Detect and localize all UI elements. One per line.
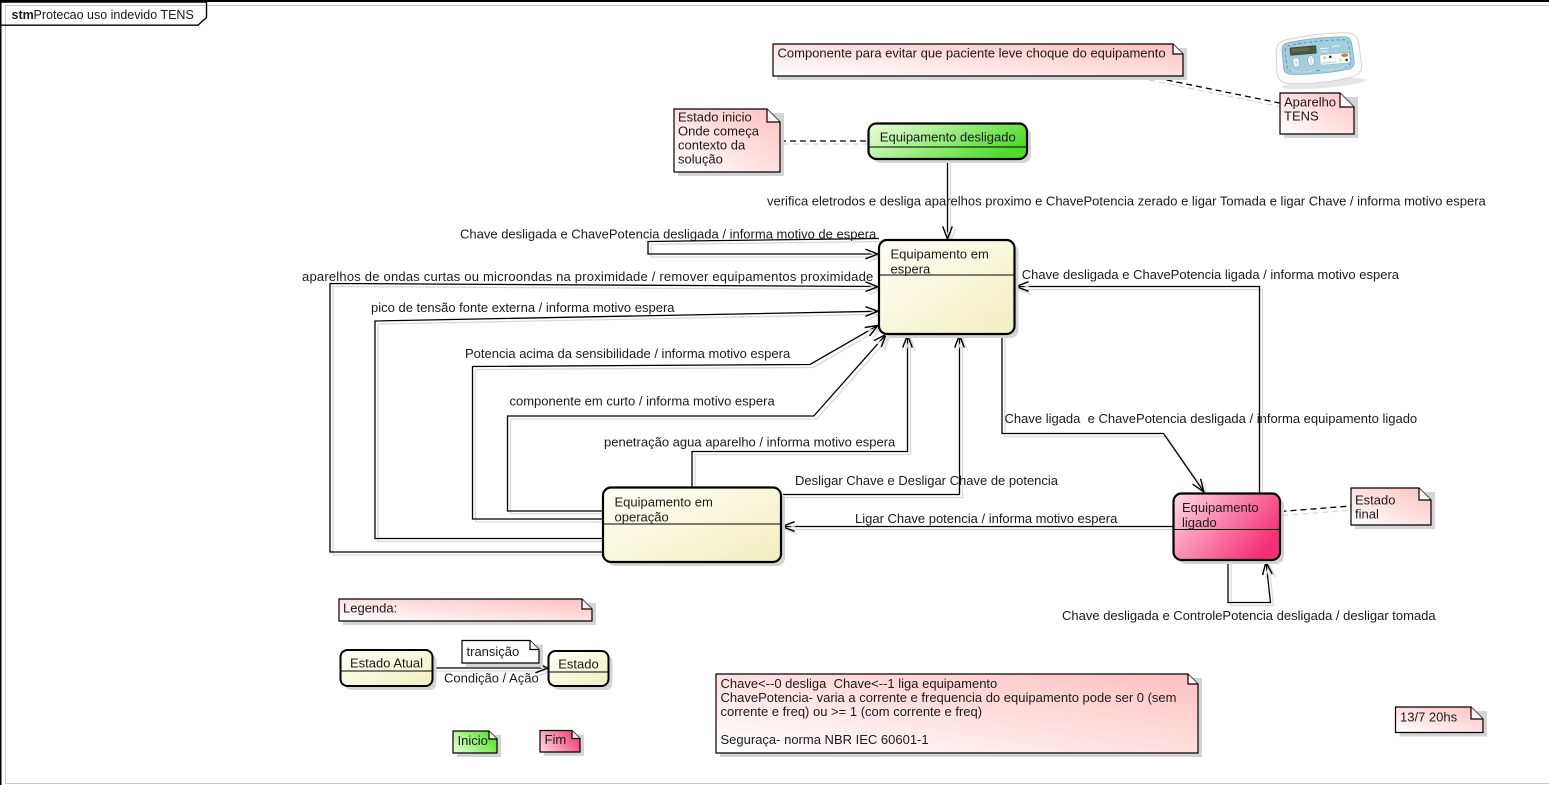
svg-text:Ligar Chave potencia / informa: Ligar Chave potencia / informa motivo es… [855, 511, 1118, 526]
svg-text:Potencia acima da sensibilidad: Potencia acima da sensibilidade / inform… [465, 346, 791, 361]
svg-text:solução: solução [678, 152, 723, 167]
svg-text:Equipamento desligado: Equipamento desligado [880, 130, 1016, 145]
svg-text:Estado: Estado [1355, 493, 1395, 508]
svg-text:Aparelho: Aparelho [1284, 95, 1336, 110]
svg-text:stm: stm [12, 8, 34, 22]
svg-text:13/7 20hs: 13/7 20hs [1400, 710, 1458, 725]
svg-text:Condição / Ação: Condição / Ação [444, 671, 539, 686]
svg-text:corrente e freq) ou >= 1 (com: corrente e freq) ou >= 1 (com corrente e… [721, 704, 983, 719]
svg-text:Desligar Chave e Desligar Chav: Desligar Chave e Desligar Chave de poten… [795, 473, 1059, 488]
svg-text:Seguraça- norma NBR IEC 60601-: Seguraça- norma NBR IEC 60601-1 [721, 732, 929, 747]
svg-text:componente em curto / informa: componente em curto / informa motivo esp… [510, 394, 776, 409]
svg-text:TENS: TENS [1284, 109, 1319, 124]
svg-text:Fim: Fim [545, 732, 567, 747]
svg-text:Equipamento em: Equipamento em [615, 495, 713, 510]
svg-text:Estado: Estado [558, 657, 598, 672]
svg-text:contexto da: contexto da [678, 138, 746, 153]
svg-text:espera: espera [891, 262, 932, 277]
svg-text:penetração agua aparelho / inf: penetração agua aparelho / informa motiv… [604, 435, 896, 450]
svg-text:Chave ligada e ChavePotencia: Chave ligada e ChavePotencia desligada /… [1005, 411, 1418, 426]
svg-text:Chave desligada e ChavePotenci: Chave desligada e ChavePotencia desligad… [460, 227, 877, 242]
svg-text:operação: operação [615, 510, 669, 525]
svg-text:Estado inicio: Estado inicio [678, 110, 752, 125]
svg-text:Chave desligada e ChavePotenci: Chave desligada e ChavePotencia ligada /… [1022, 267, 1400, 282]
svg-text:Estado Atual: Estado Atual [350, 656, 423, 671]
svg-text:Inicio: Inicio [458, 733, 488, 748]
svg-text:pico de tensão fonte externa /: pico de tensão fonte externa / informa m… [371, 300, 675, 315]
svg-text:Equipamento em: Equipamento em [891, 247, 989, 262]
svg-text:Onde começa: Onde começa [678, 124, 760, 139]
svg-text:Chave desligada e ControlePote: Chave desligada e ControlePotencia desli… [1062, 608, 1436, 623]
svg-text:verifica eletrodos e desliga a: verifica eletrodos e desliga aparelhos p… [767, 194, 1487, 209]
svg-text:Equipamento: Equipamento [1182, 500, 1259, 515]
svg-text:Legenda:: Legenda: [343, 601, 397, 616]
svg-text:ligado: ligado [1182, 515, 1217, 530]
svg-text:transição: transição [467, 644, 520, 659]
svg-text:aparelhos de ondas curtas ou m: aparelhos de ondas curtas ou microondas … [302, 269, 874, 284]
svg-text:final: final [1355, 507, 1379, 522]
svg-text:Chave<--0 desliga Chave<--1 l: Chave<--0 desliga Chave<--1 liga equipam… [721, 676, 998, 691]
svg-text:Protecao uso indevido TENS: Protecao uso indevido TENS [34, 8, 194, 22]
svg-text:ChavePotencia- varia a corrent: ChavePotencia- varia a corrente e freque… [721, 690, 1177, 705]
svg-text:Componente para evitar que pac: Componente para evitar que paciente leve… [778, 46, 1166, 61]
